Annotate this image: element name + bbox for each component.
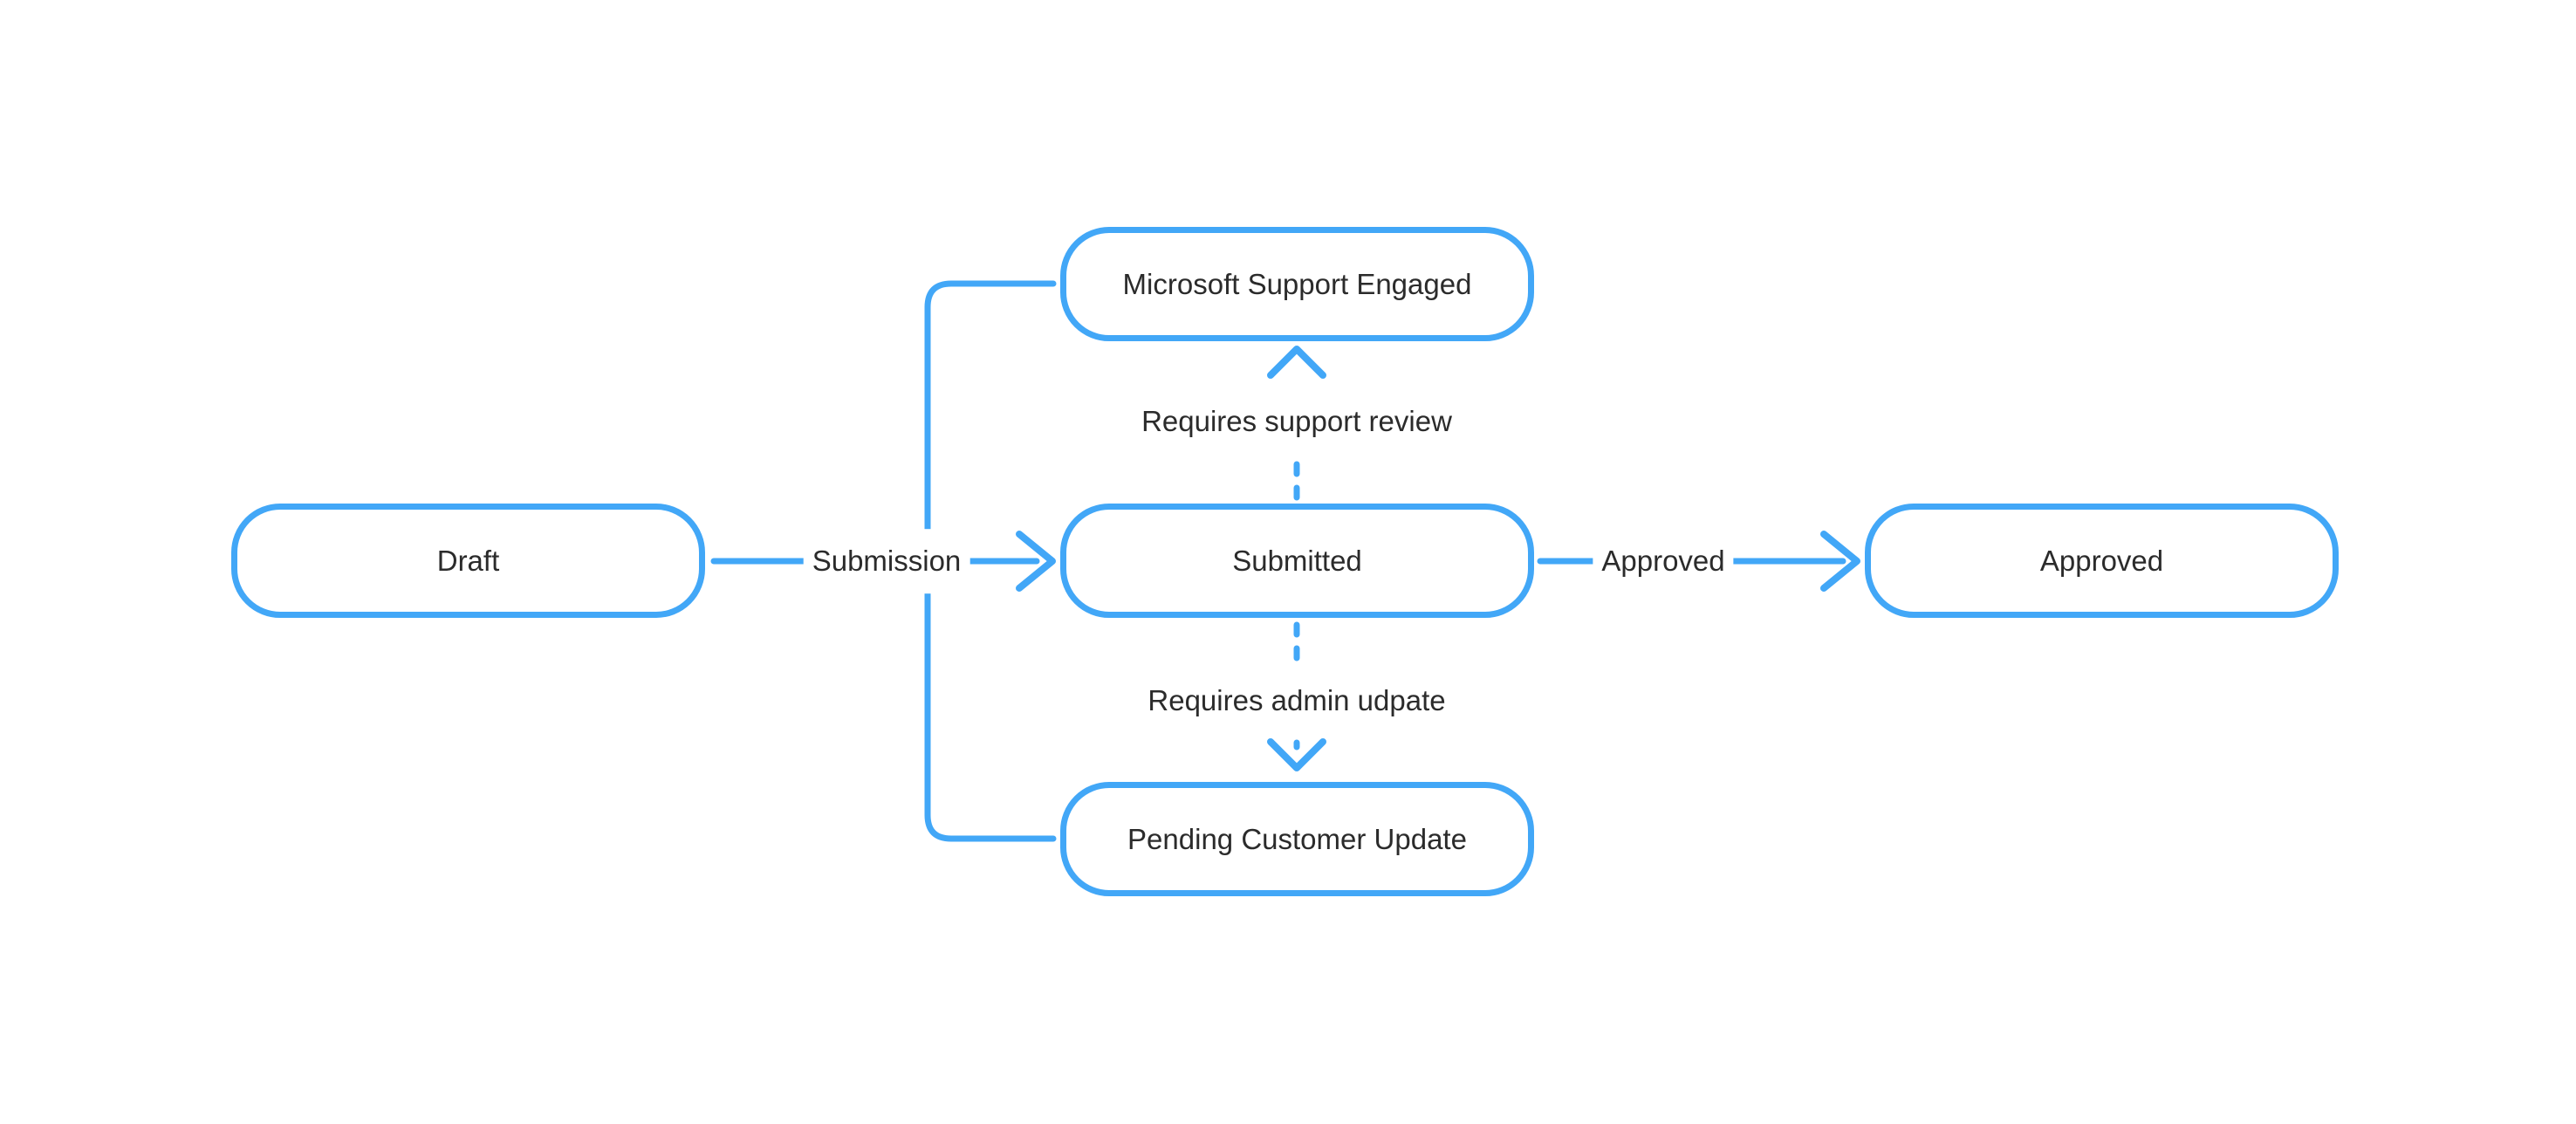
- arrowhead-into-approved-icon: [1820, 531, 1860, 592]
- edge-label-approved: Approved: [1593, 529, 1734, 593]
- arrowhead-into-submitted-icon: [1016, 531, 1056, 592]
- node-microsoft-support-engaged-label: Microsoft Support Engaged: [1122, 267, 1472, 300]
- node-approved: Approved: [1865, 504, 2339, 618]
- arrowhead-down-into-pending-icon: [1267, 738, 1326, 771]
- node-submitted-label: Submitted: [1232, 544, 1362, 577]
- edge-label-requires-support-review: Requires support review: [1133, 389, 1461, 454]
- node-submitted: Submitted: [1060, 504, 1534, 618]
- node-draft-label: Draft: [436, 544, 500, 577]
- arrowhead-up-into-support-icon: [1267, 346, 1326, 379]
- node-microsoft-support-engaged: Microsoft Support Engaged: [1060, 227, 1534, 341]
- node-draft: Draft: [231, 504, 705, 618]
- edge-label-submission: Submission: [803, 529, 970, 593]
- node-pending-customer-update: Pending Customer Update: [1060, 782, 1534, 896]
- node-pending-customer-update-label: Pending Customer Update: [1127, 822, 1467, 855]
- node-approved-label: Approved: [2039, 544, 2164, 577]
- edge-label-requires-admin-udpate: Requires admin udpate: [1139, 668, 1455, 733]
